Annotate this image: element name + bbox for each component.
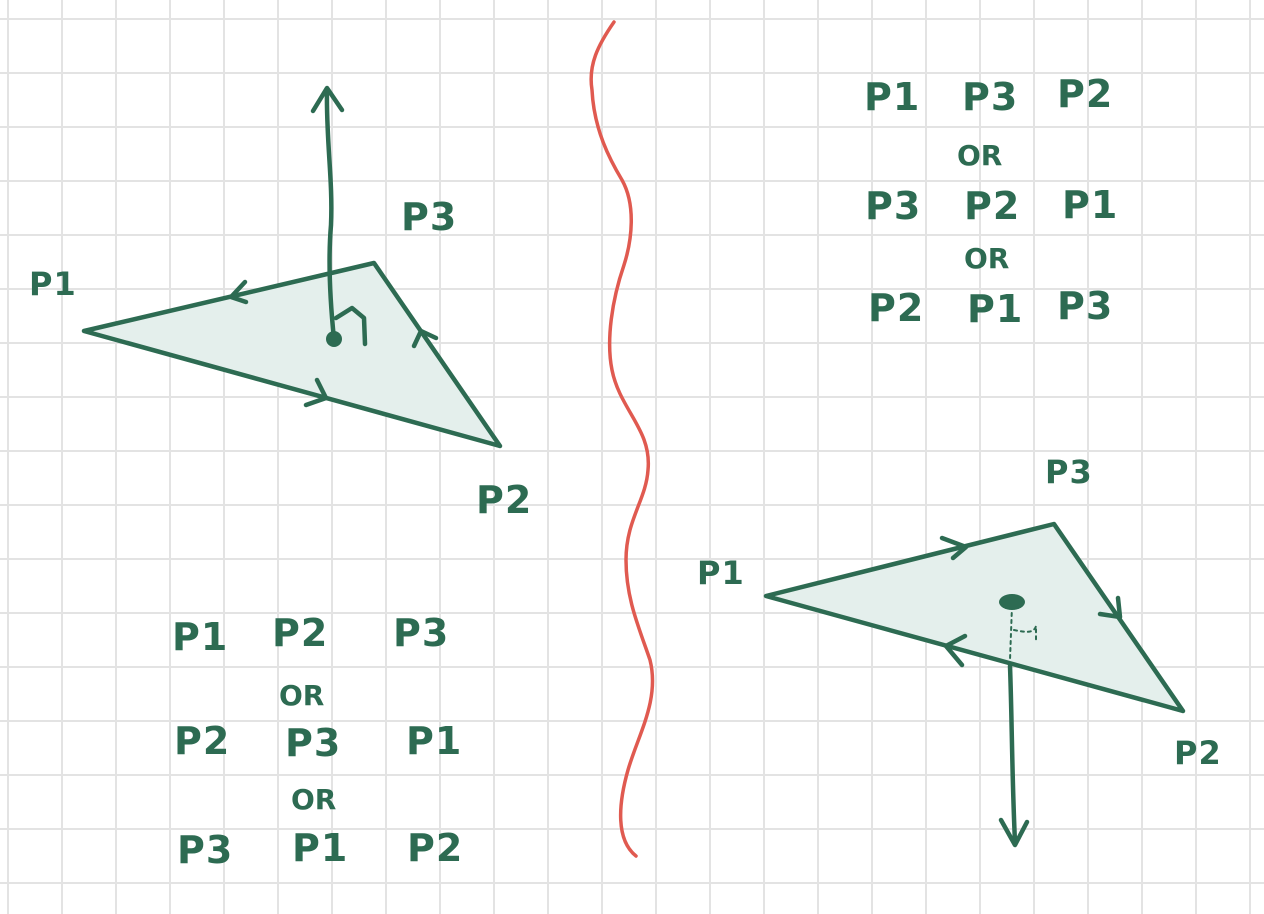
right-order-row2-item2: P2 xyxy=(964,184,1021,228)
right-order-row2-item1: P3 xyxy=(865,184,922,228)
right-order-row2-item3: P1 xyxy=(1062,183,1119,227)
right-label-p2: P2 xyxy=(1174,734,1222,772)
left-or-separator-2: OR xyxy=(291,783,337,816)
right-label-p1: P1 xyxy=(697,554,745,592)
left-order-row1-item2: P2 xyxy=(272,611,329,655)
right-or-separator-1: OR xyxy=(957,139,1003,172)
right-normal-arrowhead xyxy=(998,817,1030,848)
right-edge-arrow-p3-p2 xyxy=(1097,595,1123,620)
left-normal-vector xyxy=(324,87,337,342)
left-right-angle-mark xyxy=(333,305,368,347)
left-edge-arrow-p1-p2 xyxy=(303,377,329,408)
left-edge-arrow-p3-p1 xyxy=(228,279,249,305)
right-order-row1-item1: P1 xyxy=(864,75,921,119)
left-order-row3-item3: P2 xyxy=(407,826,464,870)
right-order-row1-item2: P3 xyxy=(962,75,1019,119)
left-normal-origin-dot xyxy=(326,331,342,347)
right-order-row1-item3: P2 xyxy=(1057,72,1114,116)
left-order-row2-item3: P1 xyxy=(406,719,463,763)
right-edge-arrow-p2-p1 xyxy=(943,633,968,668)
left-label-p1: P1 xyxy=(29,265,77,303)
right-normal-vector xyxy=(1007,663,1018,845)
left-label-p2: P2 xyxy=(476,478,533,522)
right-order-row3-item3: P3 xyxy=(1057,284,1114,328)
right-order-row3-item2: P1 xyxy=(967,287,1024,331)
divider-line xyxy=(589,20,655,858)
left-normal-arrowhead xyxy=(310,85,345,114)
left-order-row3-item2: P1 xyxy=(292,826,349,870)
right-normal-hidden-part xyxy=(1009,605,1013,661)
right-label-p3: P3 xyxy=(1045,453,1093,491)
left-triangle xyxy=(81,260,503,449)
left-edge-arrow-p2-p3 xyxy=(411,328,439,349)
right-hidden-angle-mark xyxy=(1013,625,1037,641)
left-triangle-diagram xyxy=(81,85,503,449)
left-order-row3-item1: P3 xyxy=(177,828,234,872)
right-edge-arrow-p1-p3 xyxy=(939,535,969,561)
left-order-row1-item3: P3 xyxy=(393,611,450,655)
right-triangle-diagram xyxy=(763,521,1186,848)
left-order-row2-item1: P2 xyxy=(174,719,231,763)
left-label-p3: P3 xyxy=(401,195,458,239)
left-order-row1-item1: P1 xyxy=(172,615,229,659)
right-order-row3-item1: P2 xyxy=(868,286,925,330)
right-normal-origin-dot xyxy=(999,594,1025,610)
left-order-row2-item2: P3 xyxy=(285,721,342,765)
right-or-separator-2: OR xyxy=(964,242,1010,275)
left-or-separator-1: OR xyxy=(279,679,325,712)
